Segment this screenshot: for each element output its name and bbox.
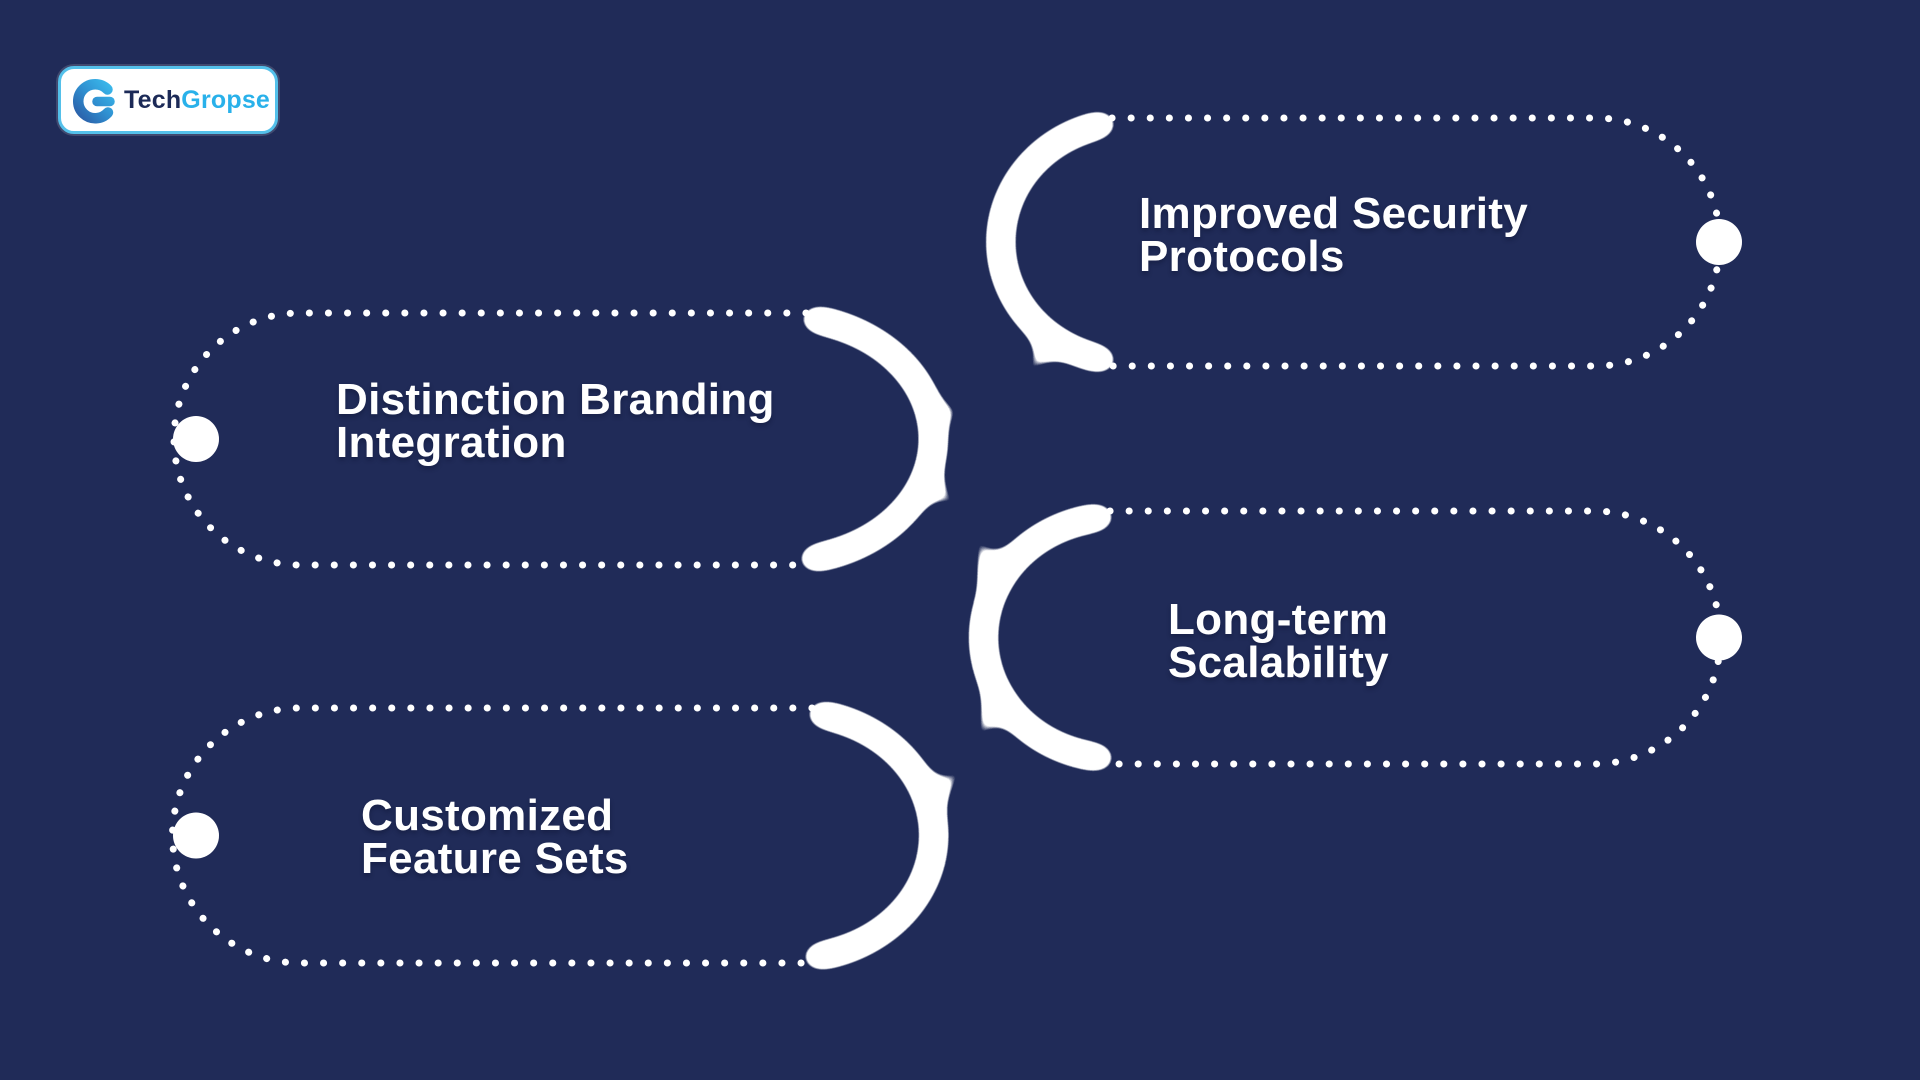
bridge-connector-middle [937, 485, 991, 585]
card-title-customized-feature-sets: Customized Feature Sets [361, 791, 629, 883]
card-title-line: Integration [336, 418, 567, 467]
card-title-line: Scalability [1168, 638, 1389, 687]
card-title-line: Customized [361, 791, 614, 840]
card-title-line: Feature Sets [361, 834, 629, 883]
card-title-distinction-branding-integration: Distinction Branding Integration [336, 375, 775, 467]
endpoint-circle-middle-left [173, 416, 219, 462]
capsule-outline-top-right [1108, 114, 1724, 370]
connector-arc-bottom-left [800, 700, 949, 971]
endpoint-circle-middle-right [1696, 614, 1742, 661]
logo-text-tech: Tech [124, 85, 182, 114]
card-title-improved-security-protocols: Improved Security Protocols [1139, 189, 1529, 281]
card-title-line: Protocols [1139, 232, 1345, 281]
logo-text-gropse: Gropse [181, 85, 271, 114]
capsule-outline-bottom-left [169, 704, 816, 967]
connector-arc-middle-left [796, 305, 948, 573]
connector-arc-top-right [986, 110, 1119, 374]
card-title-long-term-scalability: Long-term Scalability [1168, 595, 1389, 687]
card-title-line: Improved Security [1139, 189, 1529, 238]
endpoint-circle-top-right [1696, 219, 1742, 265]
card-title-line: Distinction Branding [336, 375, 775, 424]
endpoint-circle-bottom-left [173, 812, 219, 859]
bridge-connector-bottom [938, 691, 998, 797]
bridge-connector-top [950, 343, 1054, 417]
card-title-line: Long-term [1168, 595, 1389, 644]
capsule-outline-middle-right [1106, 507, 1724, 768]
connector-arc-middle-right [969, 503, 1117, 772]
logo-text: Tech Gropse [124, 86, 270, 115]
techgropse-logo: Tech Gropse [58, 66, 278, 134]
g-logo-icon [73, 79, 115, 124]
